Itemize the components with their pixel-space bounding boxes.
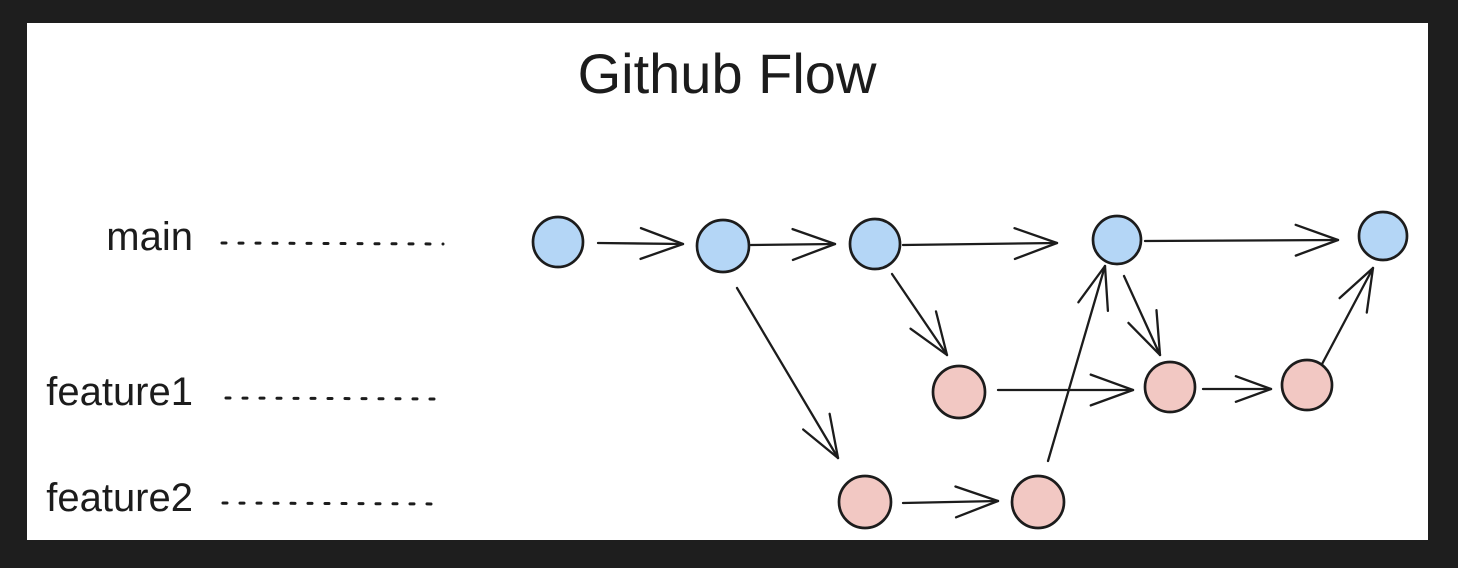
arrowhead-barb bbox=[1365, 266, 1375, 314]
arrow-shaft bbox=[735, 286, 840, 460]
commit-node-main-3 bbox=[848, 217, 902, 271]
arrowhead-barb bbox=[1155, 308, 1162, 357]
arrow-main-3-to-main-4 bbox=[901, 227, 1059, 261]
arrowhead-barb bbox=[802, 428, 840, 460]
arrowhead-barb bbox=[909, 327, 949, 357]
arrow-shaft bbox=[1046, 264, 1107, 463]
arrowhead-barb bbox=[1294, 223, 1340, 242]
arrowhead-barb bbox=[1234, 375, 1273, 391]
branch-label-feature2: feature2 bbox=[46, 476, 193, 520]
arrowhead-barb bbox=[791, 242, 837, 262]
arrowhead-barb bbox=[1103, 264, 1110, 313]
arrowhead-barb bbox=[954, 485, 1000, 503]
arrowhead-barb bbox=[1294, 238, 1340, 257]
arrow-shaft bbox=[749, 242, 837, 247]
commit-node-feature2-2 bbox=[1010, 474, 1066, 530]
arrow-main-2-to-feature2-1 bbox=[735, 286, 840, 460]
arrowhead-barb bbox=[1127, 321, 1162, 357]
arrowhead-barb bbox=[1089, 373, 1135, 392]
arrow-feature2-1-to-feature2-2 bbox=[901, 485, 1000, 519]
arrowhead-barb bbox=[1013, 227, 1059, 245]
commit-node-main-4 bbox=[1091, 214, 1143, 266]
diagram-canvas: Github Flow main feature1 feature2 bbox=[27, 23, 1428, 540]
arrows-layer bbox=[596, 223, 1375, 519]
git-flow-diagram: Github Flow main feature1 feature2 bbox=[46, 42, 1409, 530]
commit-node-main-2 bbox=[695, 218, 751, 274]
commit-nodes-layer bbox=[531, 210, 1409, 530]
arrowhead-barb bbox=[954, 499, 1000, 519]
arrow-shaft bbox=[1319, 266, 1375, 368]
commit-node-feature2-1 bbox=[837, 474, 893, 530]
commit-node-feature1-2 bbox=[1143, 360, 1197, 414]
arrowhead-barb bbox=[1089, 388, 1135, 407]
branch-labels-layer: main feature1 feature2 bbox=[46, 215, 445, 520]
arrowhead-barb bbox=[639, 226, 685, 246]
arrow-shaft bbox=[1122, 274, 1162, 357]
branch-dotted-line-feature2 bbox=[221, 501, 445, 506]
arrowhead-barb bbox=[791, 227, 837, 246]
arrowhead-barb bbox=[1338, 266, 1375, 300]
branch-label-main: main bbox=[106, 215, 193, 259]
commit-node-main-1 bbox=[531, 215, 585, 269]
arrow-main-4-to-feature1-2 bbox=[1122, 274, 1162, 357]
commit-node-feature1-3 bbox=[1280, 358, 1334, 412]
arrow-shaft bbox=[1143, 238, 1340, 243]
arrow-main-4-to-main-5 bbox=[1143, 223, 1340, 257]
arrow-shaft bbox=[890, 272, 949, 357]
diagram-title: Github Flow bbox=[578, 42, 877, 105]
arrow-feature1-2-to-feature1-3 bbox=[1201, 375, 1273, 403]
arrow-main-2-to-main-3 bbox=[749, 227, 837, 262]
arrow-shaft bbox=[901, 499, 1000, 505]
arrow-feature2-2-to-main-4 bbox=[1046, 264, 1110, 463]
commit-node-main-5 bbox=[1357, 210, 1409, 262]
arrowhead-barb bbox=[639, 242, 685, 261]
commit-node-feature1-1 bbox=[931, 364, 987, 420]
arrow-feature1-3-to-main-5 bbox=[1319, 266, 1375, 368]
branch-dotted-line-main bbox=[220, 241, 445, 246]
arrow-main-1-to-main-2 bbox=[596, 226, 685, 261]
arrow-feature1-1-to-feature1-2 bbox=[996, 373, 1135, 407]
arrow-shaft bbox=[596, 241, 685, 246]
arrowhead-barb bbox=[1013, 241, 1059, 261]
arrowhead-barb bbox=[1077, 264, 1107, 304]
arrowhead-barb bbox=[934, 310, 949, 357]
branch-label-feature1: feature1 bbox=[46, 370, 193, 414]
arrow-main-3-to-feature1-1 bbox=[890, 272, 949, 357]
arrow-shaft bbox=[901, 241, 1059, 247]
arrowhead-barb bbox=[1234, 387, 1273, 403]
branch-dotted-line-feature1 bbox=[224, 396, 445, 401]
arrowhead-barb bbox=[828, 412, 840, 460]
